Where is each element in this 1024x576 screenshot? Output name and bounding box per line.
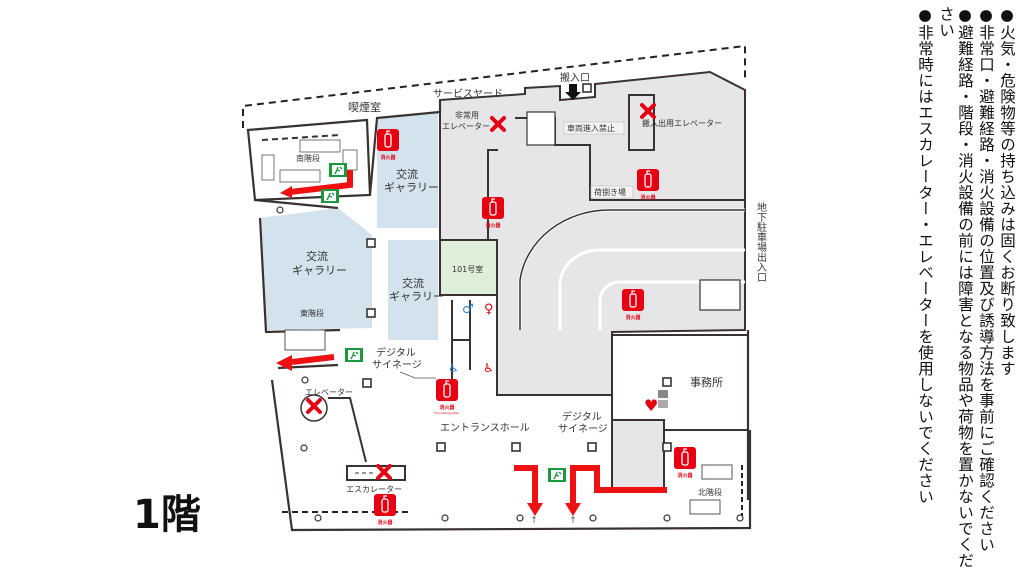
office-room	[611, 334, 749, 431]
room-101	[439, 239, 498, 296]
building-outline	[246, 100, 752, 532]
label-emergency-elevator-2: エレベーター	[442, 122, 490, 131]
extinguisher-label: 消火器	[677, 472, 693, 479]
label-escalator: エスカレーター	[346, 485, 402, 494]
label-digital-signage-2: デジタル	[562, 410, 602, 423]
label-freight-elevator: 搬入出用エレベーター	[642, 118, 722, 128]
floor-label: 1階	[133, 492, 201, 538]
label-south-stairs: 南階段	[296, 153, 320, 163]
extinguisher-sub: Fire extinguisher	[435, 411, 461, 415]
east-stairs	[284, 329, 326, 351]
label-digital-signage-2b: サイネージ	[558, 423, 608, 435]
label-gallery-2b: ギャラリー	[292, 264, 347, 277]
safety-note: ●避難経路・階段・消火設備の前には障害となる物品や荷物を置かないでください	[937, 6, 974, 569]
label-entrance-hall: エントランスホール	[440, 422, 530, 434]
extinguisher-label: 消火器	[380, 154, 396, 161]
label-gallery-2: 交流	[306, 249, 328, 263]
label-gallery-1: 交流	[396, 167, 418, 181]
extinguisher-label: 消火器	[439, 404, 455, 411]
safety-note: ●非常時にはエスカレーター・エレベーターを使用しないでください	[916, 6, 934, 505]
accessible-restroom-icon: ♿	[448, 361, 459, 375]
female-restroom-icon: ♀	[484, 302, 494, 317]
gallery-area-2	[260, 208, 372, 330]
label-digital-signage-1: デジタル	[376, 346, 416, 359]
label-emergency-elevator: 非常用	[455, 110, 479, 120]
label-gallery-3: 交流	[402, 276, 424, 290]
extinguisher-label: 消火器	[485, 222, 501, 229]
label-east-stairs: 東階段	[300, 308, 324, 318]
label-loading-entrance: 搬入口	[560, 71, 590, 84]
exit-sign-icon	[328, 162, 348, 178]
label-room-101: 101号室	[452, 264, 483, 274]
gallery-area-3	[388, 240, 438, 340]
fire-extinguisher-icon	[621, 288, 645, 312]
label-gallery-3b: ギャラリー	[389, 290, 444, 303]
label-north-stairs: 北階段	[698, 487, 722, 497]
exit-sign-icon	[547, 467, 567, 483]
label-smoking-room: 喫煙室	[348, 100, 381, 114]
svg-text:↑: ↑	[569, 516, 577, 526]
svg-text:↑: ↑	[530, 516, 538, 526]
extinguisher-label: 消火器	[625, 314, 641, 321]
exit-sign-icon	[344, 347, 364, 363]
fire-extinguisher-icon	[373, 493, 397, 517]
male-restroom-icon: ♂	[462, 302, 474, 317]
label-gallery-1b: ギャラリー	[384, 181, 439, 194]
fire-extinguisher-icon	[435, 378, 459, 402]
evacuation-route	[289, 170, 667, 505]
label-elevator: エレベーター	[305, 388, 353, 397]
label-no-vehicle-entry: 車両進入禁止	[567, 123, 615, 133]
safety-note: ●火気・危険物等の持ち込みは固くお断り致します	[998, 6, 1016, 377]
label-underground-parking: 地下駐車場出入口	[755, 201, 767, 282]
label-digital-signage-1b: サイネージ	[372, 359, 422, 371]
north-stairs	[689, 464, 733, 515]
service-yard-boundary	[242, 44, 746, 128]
loading-arrow-icon	[565, 84, 581, 100]
extinguisher-label: 消火器	[640, 194, 656, 201]
fire-extinguisher-icon	[376, 128, 400, 152]
storage-room	[611, 419, 665, 491]
accessible-restroom-icon-2: ♿	[483, 361, 494, 375]
exit-sign-icon	[320, 188, 340, 204]
fire-extinguisher-icon	[636, 168, 660, 192]
label-office: 事務所	[690, 375, 723, 389]
fire-extinguisher-icon	[481, 196, 505, 220]
label-service-yard: サービスヤード	[433, 88, 503, 100]
south-stairs	[261, 139, 358, 183]
extinguisher-label: 消火器	[377, 519, 393, 526]
aed-icon: ♥	[644, 396, 658, 415]
safety-notes: ●火気・危険物等の持ち込みは固くお断り致します ●非常口・避難経路・消火設備の位…	[915, 6, 1016, 571]
fire-extinguisher-icon	[673, 446, 697, 470]
label-unloading-area: 荷捌き場	[594, 187, 626, 197]
safety-note: ●非常口・避難経路・消火設備の位置及び誘導方法を事前にご確認ください	[977, 6, 995, 553]
